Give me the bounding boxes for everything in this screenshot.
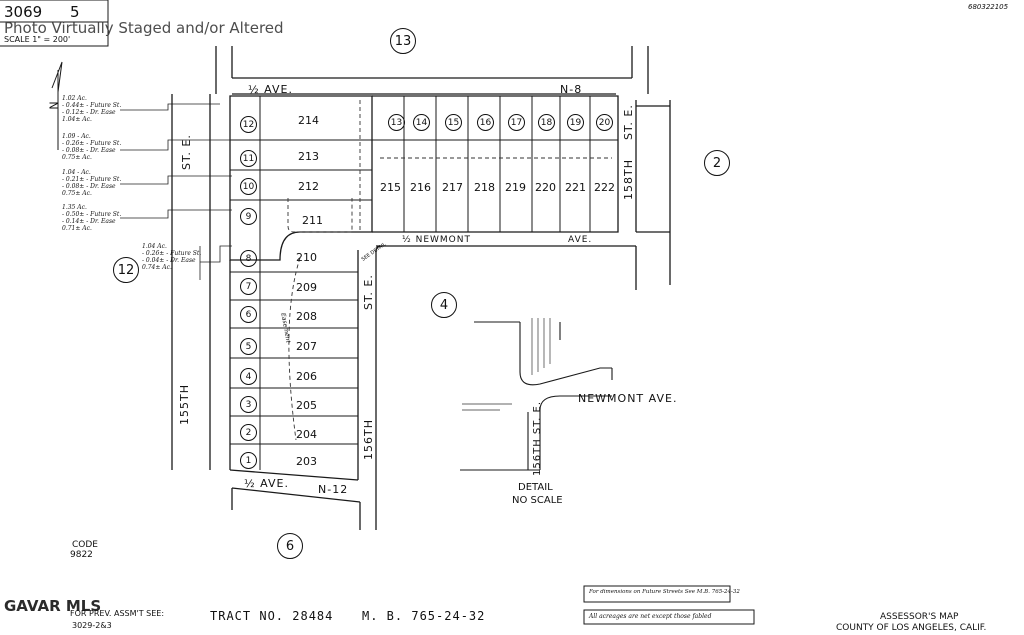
mls-watermark: GAVAR MLS — [4, 597, 102, 615]
sheet-number: 5 — [70, 3, 80, 21]
detail-title: DETAIL — [518, 482, 553, 493]
prev-assessment-label: FOR PREV. ASSM'T SEE: — [70, 609, 165, 618]
tract-number: TRACT NO. 28484 — [210, 609, 334, 623]
map-sheet-6[interactable]: 6 — [277, 533, 303, 559]
156th-st-b: ST. E. — [362, 274, 375, 310]
assessor-map-label: ASSESSOR'S MAP — [880, 612, 959, 622]
acreage-note: All acreages are net except those fabled — [589, 613, 712, 620]
parcel-204[interactable]: 204 — [296, 428, 317, 441]
lot-6[interactable]: 6 — [240, 306, 257, 323]
parcel-215[interactable]: 215 — [380, 181, 401, 194]
156th-st-a: 156TH — [362, 419, 375, 460]
lot-10[interactable]: 10 — [240, 178, 257, 195]
n12-ave-right: N-12 — [318, 483, 349, 496]
map-sheet-13[interactable]: 13 — [390, 28, 416, 54]
lot-8[interactable]: 8 — [240, 250, 257, 267]
map-sheet-2[interactable]: 2 — [704, 150, 730, 176]
lot-13[interactable]: 13 — [388, 114, 405, 131]
future-streets-note: For dimensions on Future Streets See M.B… — [589, 589, 740, 595]
lot-16[interactable]: 16 — [477, 114, 494, 131]
map-book-reference: M. B. 765-24-32 — [362, 609, 486, 623]
parcel-207[interactable]: 207 — [296, 340, 317, 353]
county-label: COUNTY OF LOS ANGELES, CALIF. — [836, 623, 987, 633]
parcel-210[interactable]: 210 — [296, 251, 317, 264]
parcel-218[interactable]: 218 — [474, 181, 495, 194]
parcel-203[interactable]: 203 — [296, 455, 317, 468]
acreage-note-lot-8: 1.04 Ac.- 0.26± - Future St. - 0.04± - D… — [142, 243, 202, 271]
parcel-221[interactable]: 221 — [565, 181, 586, 194]
parcel-217[interactable]: 217 — [442, 181, 463, 194]
map-sheet-12[interactable]: 12 — [113, 257, 139, 283]
lot-9[interactable]: 9 — [240, 208, 257, 225]
north-arrow-icon: N — [47, 101, 61, 110]
prev-assessment-value: 3029-2&3 — [72, 621, 112, 630]
n8-ave-left: ½ AVE. — [248, 83, 293, 96]
map-code: 680322105 — [968, 3, 1009, 11]
parcel-214[interactable]: 214 — [298, 114, 319, 127]
lot-18[interactable]: 18 — [538, 114, 555, 131]
scale-label: SCALE 1" = 200' — [4, 35, 71, 44]
detail-subtitle: NO SCALE — [512, 495, 563, 506]
acreage-note-lot-12: 1.02 Ac.- 0.44± - Future St. - 0.12± - D… — [62, 95, 122, 123]
158th-st-b: ST. E. — [622, 104, 635, 140]
parcel-212[interactable]: 212 — [298, 180, 319, 193]
lot-15[interactable]: 15 — [445, 114, 462, 131]
lot-12[interactable]: 12 — [240, 116, 257, 133]
lot-2[interactable]: 2 — [240, 424, 257, 441]
parcel-216[interactable]: 216 — [410, 181, 431, 194]
parcel-209[interactable]: 209 — [296, 281, 317, 294]
lot-20[interactable]: 20 — [596, 114, 613, 131]
lot-11[interactable]: 11 — [240, 150, 257, 167]
lot-5[interactable]: 5 — [240, 338, 257, 355]
detail-newmont-ave: NEWMONT AVE. — [578, 392, 678, 405]
parcel-213[interactable]: 213 — [298, 150, 319, 163]
acreage-note-lot-9: 1.35 Ac.- 0.50± - Future St. - 0.14± - D… — [62, 204, 122, 232]
detail-156th-st: 156TH ST. E. — [532, 400, 543, 476]
parcel-208[interactable]: 208 — [296, 310, 317, 323]
code-value: 9822 — [70, 550, 93, 560]
158th-st-a: 158TH — [622, 159, 635, 200]
lot-3[interactable]: 3 — [240, 396, 257, 413]
acreage-note-lot-11: 1.09 - Ac.- 0.26± - Future St. - 0.08± -… — [62, 133, 122, 161]
lot-7[interactable]: 7 — [240, 278, 257, 295]
parcel-205[interactable]: 205 — [296, 399, 317, 412]
lot-4[interactable]: 4 — [240, 368, 257, 385]
n12-ave-left: ½ AVE. — [244, 477, 289, 490]
155th-st-a: 155TH — [178, 384, 191, 425]
parcel-211[interactable]: 211 — [302, 214, 323, 227]
acreage-note-lot-10: 1.04 - Ac.- 0.21± - Future St. - 0.08± -… — [62, 169, 122, 197]
parcel-206[interactable]: 206 — [296, 370, 317, 383]
lot-14[interactable]: 14 — [413, 114, 430, 131]
lot-1[interactable]: 1 — [240, 452, 257, 469]
map-sheet-4[interactable]: 4 — [431, 292, 457, 318]
n8-ave-right: N-8 — [560, 83, 583, 96]
virtual-staging-watermark: Photo Virtually Staged and/or Altered — [4, 19, 284, 37]
parcel-219[interactable]: 219 — [505, 181, 526, 194]
lot-19[interactable]: 19 — [567, 114, 584, 131]
parcel-220[interactable]: 220 — [535, 181, 556, 194]
155th-st-b: ST. E. — [180, 134, 193, 170]
newmont-ave: ½ NEWMONT — [402, 235, 471, 245]
newmont-ave-suffix: AVE. — [568, 235, 593, 245]
code-label: CODE — [72, 540, 98, 550]
book-page-number: 3069 — [4, 3, 43, 21]
parcel-222[interactable]: 222 — [594, 181, 615, 194]
lot-17[interactable]: 17 — [508, 114, 525, 131]
